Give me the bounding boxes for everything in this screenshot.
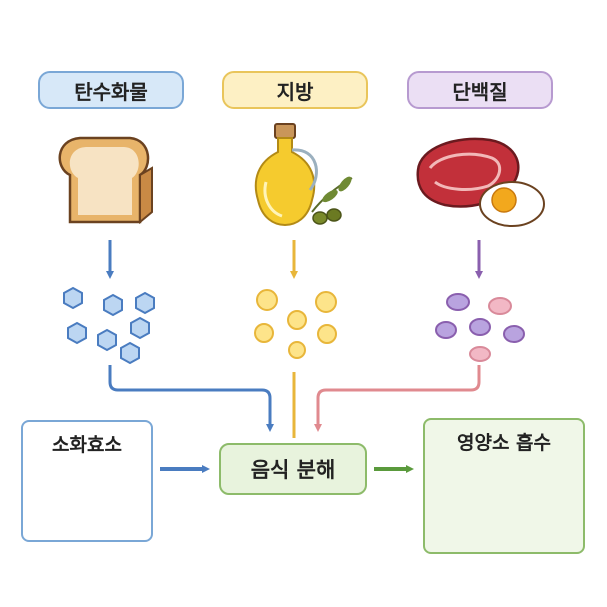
digestive-enzyme-panel: 소화효소 [21,420,153,542]
food-breakdown-box: 음식 분해 [219,443,367,495]
carbohydrate-label: 탄수화물 [38,71,184,109]
carb-flow-line [108,365,274,432]
nutrient-absorption-label: 영양소 흡수 [456,432,551,454]
digestive-enzyme-label: 소화효소 [52,434,122,456]
meat-egg-icon [416,137,545,227]
nutrient-absorption-panel: 영양소 흡수 [423,418,585,554]
protein-flow-line [314,365,481,432]
fat-label: 지방 [222,71,368,109]
fatty-acid-molecules [254,289,337,359]
protein-label: 단백질 [407,71,553,109]
amino-acid-molecules [435,293,525,362]
glucose-molecules [63,286,155,365]
bread-icon [58,136,153,225]
oil-bottle-icon [254,123,353,227]
